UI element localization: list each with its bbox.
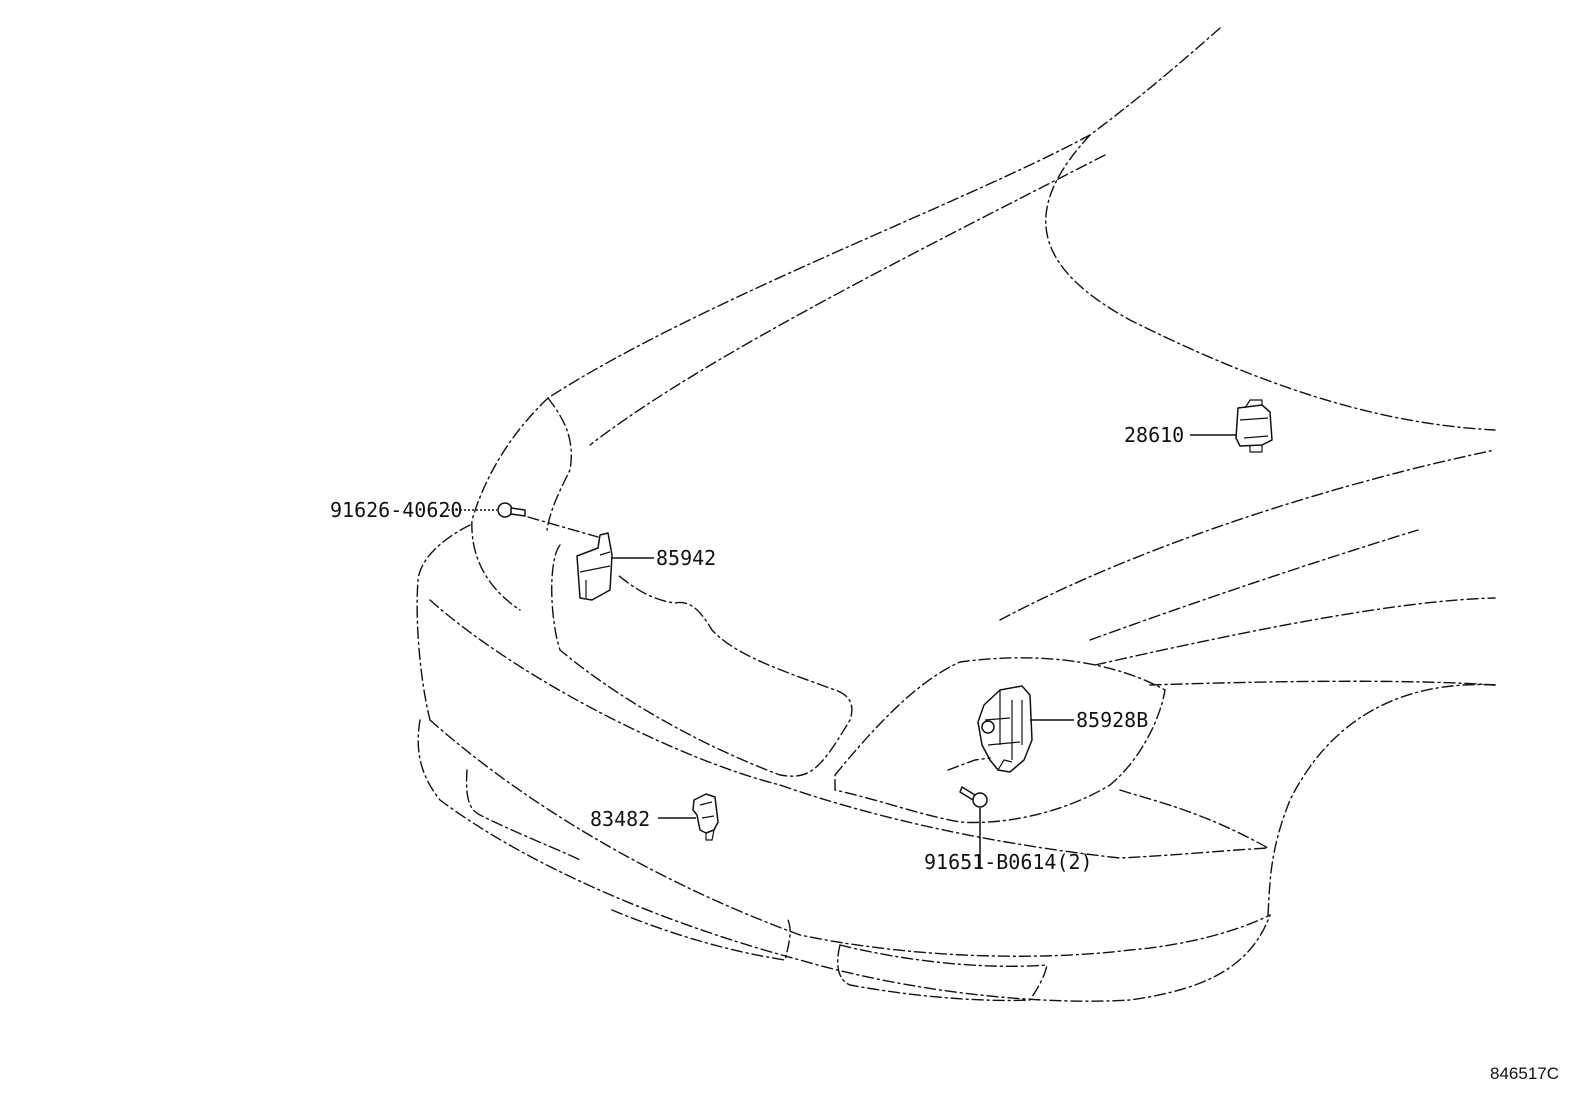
callout-85942: 85942 xyxy=(656,546,716,570)
callout-83482: 83482 xyxy=(590,807,650,831)
part-91651-b0614-screw: 91651-B0614(2) xyxy=(924,757,1093,874)
part-85928b-bracket: 85928B xyxy=(977,685,1148,773)
car-body-outline xyxy=(416,27,1496,1002)
callout-91626-40620: 91626-40620 xyxy=(330,498,462,522)
callout-91651-b0614: 91651-B0614(2) xyxy=(924,850,1093,874)
part-85942-module: 85942 xyxy=(576,532,716,601)
callout-85928b: 85928B xyxy=(1076,708,1148,732)
callout-28610: 28610 xyxy=(1124,423,1184,447)
part-83482-sensor: 83482 xyxy=(590,793,719,841)
diagram-reference-code: 846517C xyxy=(1490,1064,1559,1083)
part-28610-relay: 28610 xyxy=(1124,399,1273,453)
part-91626-40620-bolt: 91626-40620 xyxy=(330,498,599,538)
